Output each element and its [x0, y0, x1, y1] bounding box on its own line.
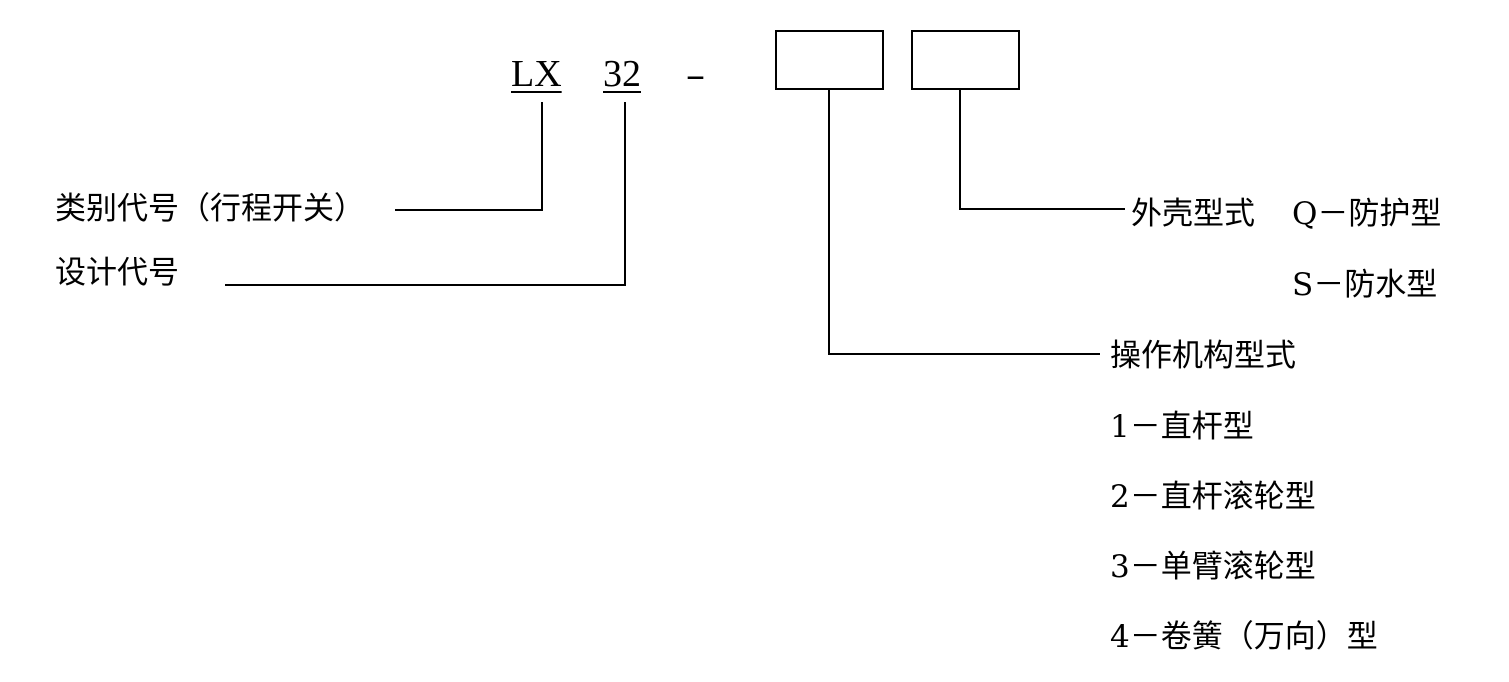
- series-code: LX: [511, 53, 562, 95]
- mechanism-code-box: [775, 30, 884, 90]
- mechanism-connector: [828, 90, 1100, 355]
- mechanism-option-3: 3－单臂滚轮型: [1110, 549, 1316, 585]
- category-connector: [395, 102, 543, 211]
- design-code: 32: [603, 53, 641, 95]
- housing-code-box: [911, 30, 1020, 90]
- category-label: 类别代号（行程开关）: [55, 191, 365, 227]
- mechanism-label: 操作机构型式: [1110, 338, 1296, 374]
- mechanism-option-4: 4－卷簧（万向）型: [1110, 619, 1378, 655]
- housing-option-q: Q－防护型: [1292, 196, 1442, 232]
- mechanism-option-1: 1－直杆型: [1110, 409, 1254, 445]
- design-connector: [225, 102, 626, 286]
- housing-label: 外壳型式: [1131, 196, 1255, 232]
- housing-option-s: S－防水型: [1292, 267, 1438, 303]
- housing-connector: [959, 90, 1125, 210]
- code-dash: –: [686, 53, 705, 97]
- design-label: 设计代号: [55, 255, 179, 291]
- mechanism-option-2: 2－直杆滚轮型: [1110, 479, 1316, 515]
